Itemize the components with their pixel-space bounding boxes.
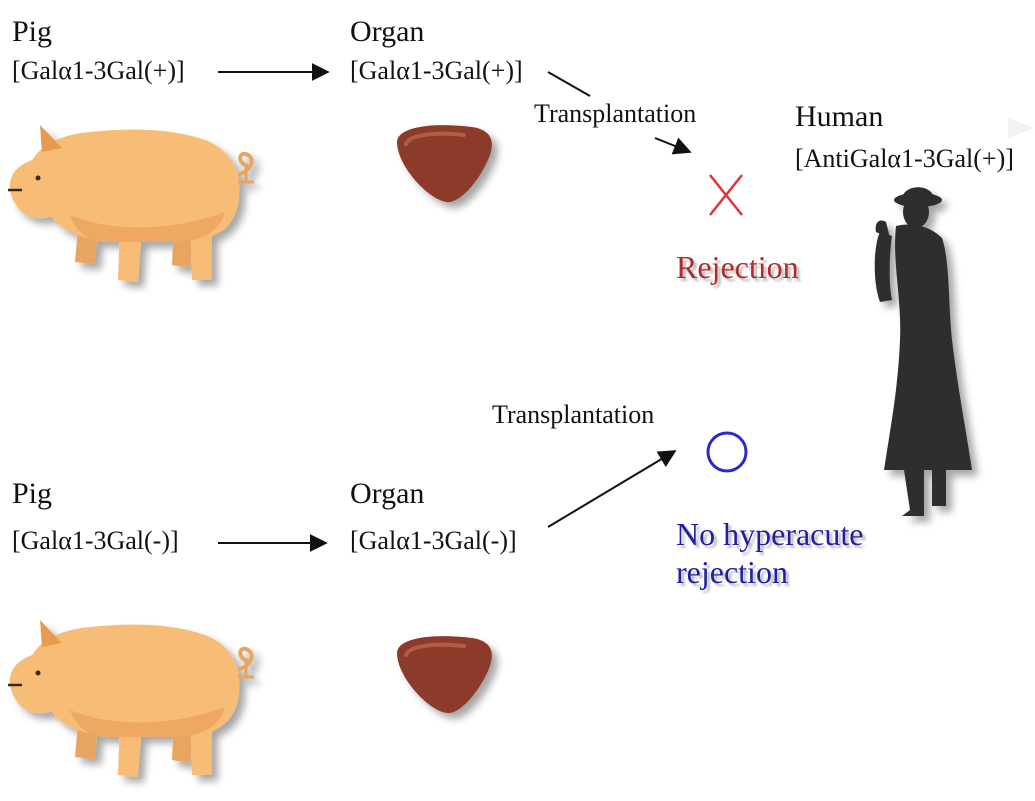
- bottom-organ-antigen: [Galα1-3Gal(-)]: [350, 528, 517, 554]
- organ-top-illustration: [397, 125, 492, 202]
- pig-bottom-illustration: [8, 620, 254, 777]
- bottom-transplant-label: Transplantation: [492, 402, 654, 428]
- bottom-pig-title: Pig: [12, 479, 52, 509]
- human-silhouette: [875, 187, 972, 516]
- corner-play-icon: [1008, 118, 1035, 138]
- top-organ-title: Organ: [350, 17, 424, 47]
- arrow-transplant-top: [548, 72, 590, 96]
- arrow-transplant-bottom: [548, 451, 675, 527]
- human-title: Human: [795, 102, 883, 132]
- no-hyperacute-label: No hyperacute rejection: [676, 515, 863, 591]
- arrow-transplant-top-tail: [655, 138, 690, 152]
- no-hyperacute-line1: No hyperacute: [676, 515, 863, 553]
- top-pig-title: Pig: [12, 17, 52, 47]
- organ-bottom-illustration: [397, 636, 492, 713]
- cross-icon: [710, 175, 742, 215]
- no-hyperacute-line2: rejection: [676, 553, 863, 591]
- top-transplant-label: Transplantation: [534, 101, 696, 127]
- pig-top-illustration: [8, 125, 254, 282]
- human-antibody: [AntiGalα1-3Gal(+)]: [795, 146, 1014, 172]
- top-pig-antigen: [Galα1-3Gal(+)]: [12, 58, 185, 84]
- top-organ-antigen: [Galα1-3Gal(+)]: [350, 58, 523, 84]
- bottom-pig-antigen: [Galα1-3Gal(-)]: [12, 528, 179, 554]
- circle-icon: [708, 433, 746, 471]
- rejection-label: Rejection: [676, 251, 799, 283]
- bottom-organ-title: Organ: [350, 479, 424, 509]
